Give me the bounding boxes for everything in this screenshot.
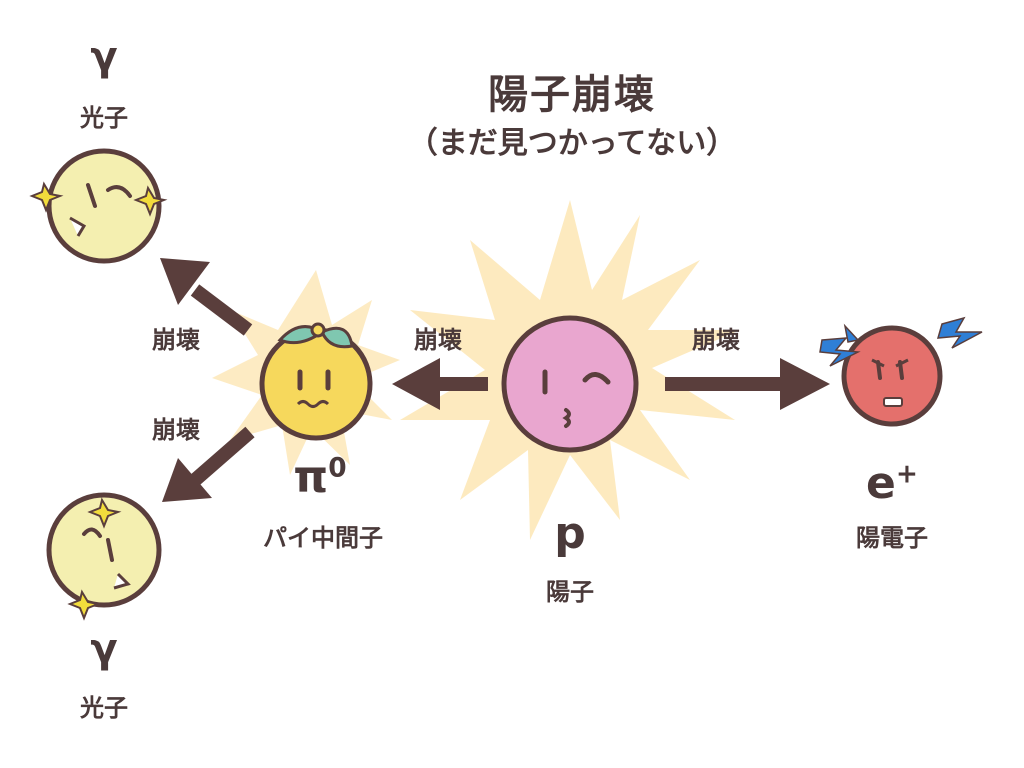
photon-top-character xyxy=(29,148,168,264)
sparkle-icon xyxy=(29,181,168,217)
arrow-proton-to-positron xyxy=(665,358,830,410)
positron-name: 陽電子 xyxy=(856,524,928,552)
arrow-pion-to-photon-bottom xyxy=(162,426,255,502)
positron-character xyxy=(819,316,983,427)
proton-name: 陽子 xyxy=(546,578,594,606)
diagram-title: 陽子崩壊 xyxy=(488,72,656,118)
proton-character xyxy=(501,315,639,453)
diagram-subtitle: （まだ見つかってない） xyxy=(407,126,737,161)
positron-symbol: e+ xyxy=(866,458,918,509)
photon-top-name: 光子 xyxy=(80,104,128,132)
leaf-icon xyxy=(277,322,354,349)
positron-superscript: + xyxy=(895,458,918,490)
arrow-proton-to-pion xyxy=(392,358,488,410)
decay-label-photon-bottom: 崩壊 xyxy=(152,416,200,444)
photon-bottom-name: 光子 xyxy=(80,694,128,722)
sparkle-icon xyxy=(67,497,122,621)
lightning-icon xyxy=(819,316,983,367)
pion-character xyxy=(259,322,373,441)
decay-label-photon-top: 崩壊 xyxy=(152,326,200,354)
pion-symbol: π0 xyxy=(293,452,347,503)
photon-bottom-character xyxy=(46,492,162,621)
pion-name: パイ中間子 xyxy=(263,524,383,552)
decay-label-pion: 崩壊 xyxy=(414,326,462,354)
photon-top-symbol: γ xyxy=(90,34,118,80)
arrow-pion-to-photon-top xyxy=(160,258,253,336)
proton-symbol: p xyxy=(554,508,586,559)
pion-superscript: 0 xyxy=(328,452,347,484)
photon-bottom-symbol: γ xyxy=(90,626,118,672)
decay-label-positron: 崩壊 xyxy=(692,326,740,354)
